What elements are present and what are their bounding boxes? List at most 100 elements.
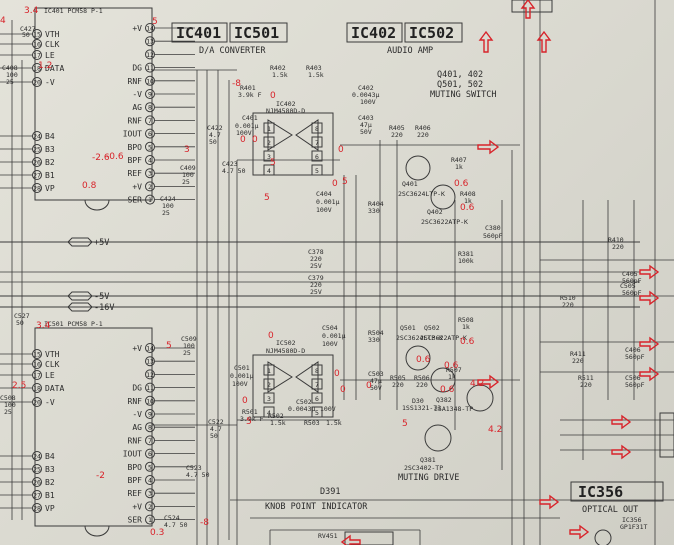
svg-text:0.001μ: 0.001μ <box>316 198 340 206</box>
power-rails: +5V -5V -16V <box>0 237 640 313</box>
svg-text:47μ: 47μ <box>360 121 372 129</box>
svg-text:R405: R405 <box>389 124 405 132</box>
svg-text:0.8: 0.8 <box>82 181 97 191</box>
svg-text:0.6: 0.6 <box>416 355 431 365</box>
svg-text:IC356: IC356 <box>622 516 642 524</box>
svg-text:Q402: Q402 <box>427 208 443 216</box>
svg-text:560pF: 560pF <box>625 353 645 361</box>
ic502-pin-num: 8 <box>315 367 319 375</box>
svg-text:5: 5 <box>264 193 270 203</box>
ic501-right-pin-num: 4 <box>148 477 152 485</box>
ic401-left-pin-name: -V <box>45 78 55 87</box>
ic501-left-pin-num: 17 <box>33 372 41 380</box>
svg-text:1.5k: 1.5k <box>272 71 288 79</box>
ic401-left-pin-num: 20 <box>33 79 41 87</box>
ic401-right-pin-num: 13 <box>146 38 154 46</box>
svg-text:0: 0 <box>340 385 346 395</box>
svg-text:50: 50 <box>16 319 24 327</box>
svg-text:C408: C408 <box>2 64 18 72</box>
svg-text:2.5: 2.5 <box>12 381 26 391</box>
svg-text:-8: -8 <box>200 518 209 528</box>
svg-text:25: 25 <box>183 349 191 357</box>
svg-text:0.001μ: 0.001μ <box>322 332 346 340</box>
ic501-right-pin-name: REF <box>128 489 143 498</box>
svg-text:4.7: 4.7 <box>209 131 221 139</box>
svg-text:50V: 50V <box>360 128 372 136</box>
svg-text:C523: C523 <box>186 464 202 472</box>
svg-text:100V: 100V <box>236 129 252 137</box>
transistor-q382 <box>466 384 494 412</box>
title-dac: IC401 IC501 D/A CONVERTER <box>171 22 288 56</box>
svg-text:Q381: Q381 <box>420 456 436 464</box>
svg-text:R507: R507 <box>446 366 462 374</box>
svg-text:C527: C527 <box>14 312 30 320</box>
svg-text:R501: R501 <box>242 408 258 416</box>
svg-text:1.5k: 1.5k <box>270 419 286 427</box>
ic402-pin-num: 5 <box>315 167 319 175</box>
svg-text:0.6: 0.6 <box>460 337 475 347</box>
ic401-right-pin-num: 1 <box>148 196 152 204</box>
svg-text:IC401 PCM58 P-1: IC401 PCM58 P-1 <box>44 7 103 15</box>
signal-flow-arrows <box>340 0 660 545</box>
ic401-right-pin-name: DG <box>132 64 142 73</box>
ic401-left-pin-name: DATA <box>45 64 64 73</box>
svg-text:4.7: 4.7 <box>210 425 222 433</box>
ic401-right-pin-name: SER <box>128 196 143 205</box>
svg-text:0.6: 0.6 <box>444 361 459 371</box>
svg-text:R502: R502 <box>268 412 284 420</box>
svg-text:C508: C508 <box>0 394 16 402</box>
svg-text:100V: 100V <box>320 405 336 413</box>
svg-text:R408: R408 <box>460 190 476 198</box>
ic401-right-pin-num: 4 <box>148 157 152 165</box>
ic401-left-pin-num: 18 <box>33 65 41 73</box>
svg-text:1.5k: 1.5k <box>326 419 342 427</box>
ic501-left-pin-name: B3 <box>45 465 55 474</box>
svg-text:IC501: IC501 <box>234 24 279 42</box>
ic401-right-pin-name: IOUT <box>123 130 142 139</box>
svg-text:KNOB POINT INDICATOR: KNOB POINT INDICATOR <box>265 502 368 512</box>
ic501-left-pin-num: 18 <box>33 385 41 393</box>
ic502-pin-num: 7 <box>315 381 319 389</box>
svg-text:25V: 25V <box>310 262 322 270</box>
svg-text:NJM4580D-D: NJM4580D-D <box>266 347 305 355</box>
ic501-left-pin-name: B4 <box>45 452 55 461</box>
ic401-right-pin-num: 9 <box>148 91 152 99</box>
svg-text:100V: 100V <box>322 340 338 348</box>
svg-text:5: 5 <box>402 419 408 429</box>
svg-text:R505: R505 <box>390 374 406 382</box>
mute-label-3: MUTING SWITCH <box>430 90 497 100</box>
svg-text:C524: C524 <box>164 514 180 522</box>
svg-text:0: 0 <box>334 369 340 379</box>
svg-text:5: 5 <box>166 341 172 351</box>
ic401-right-pin-num: 7 <box>148 117 152 125</box>
svg-text:MUTING DRIVE: MUTING DRIVE <box>398 473 459 483</box>
svg-text:1k: 1k <box>448 373 456 381</box>
svg-text:25: 25 <box>6 78 14 86</box>
svg-text:R503: R503 <box>304 419 320 427</box>
ic502-pin-num: 5 <box>315 409 319 417</box>
svg-text:C506: C506 <box>625 374 641 382</box>
svg-text:0: 0 <box>268 331 274 341</box>
svg-text:R401: R401 <box>240 84 256 92</box>
svg-text:D/A CONVERTER: D/A CONVERTER <box>199 46 266 56</box>
svg-text:100: 100 <box>4 401 16 409</box>
svg-text:1SS1321-73: 1SS1321-73 <box>402 404 441 412</box>
mute-label-2: Q501, 502 <box>437 80 483 90</box>
ic401-right-pin-name: RNF <box>128 77 143 86</box>
svg-text:3.4: 3.4 <box>36 321 51 331</box>
ic501-right-pin-num: 9 <box>148 411 152 419</box>
ic401-right-pin-name: +V <box>132 182 142 191</box>
ic401-left-pin-num: 28 <box>33 185 41 193</box>
transistor-q381 <box>424 424 452 452</box>
svg-text:C405: C405 <box>622 270 638 278</box>
ic401-left-pin-name: B1 <box>45 171 55 180</box>
rail-minus16: -16V <box>94 303 114 313</box>
svg-text:2SC3402-TP: 2SC3402-TP <box>404 464 443 472</box>
svg-text:4: 4 <box>0 16 6 26</box>
svg-text:-2.6: -2.6 <box>92 153 110 163</box>
component-labels: C427 50 C408 100 25 C401 0.001μ 100V R40… <box>0 25 645 540</box>
transistor-q402 <box>430 184 456 210</box>
svg-text:D391: D391 <box>320 487 340 497</box>
svg-text:R406: R406 <box>415 124 431 132</box>
svg-text:3: 3 <box>184 145 190 155</box>
